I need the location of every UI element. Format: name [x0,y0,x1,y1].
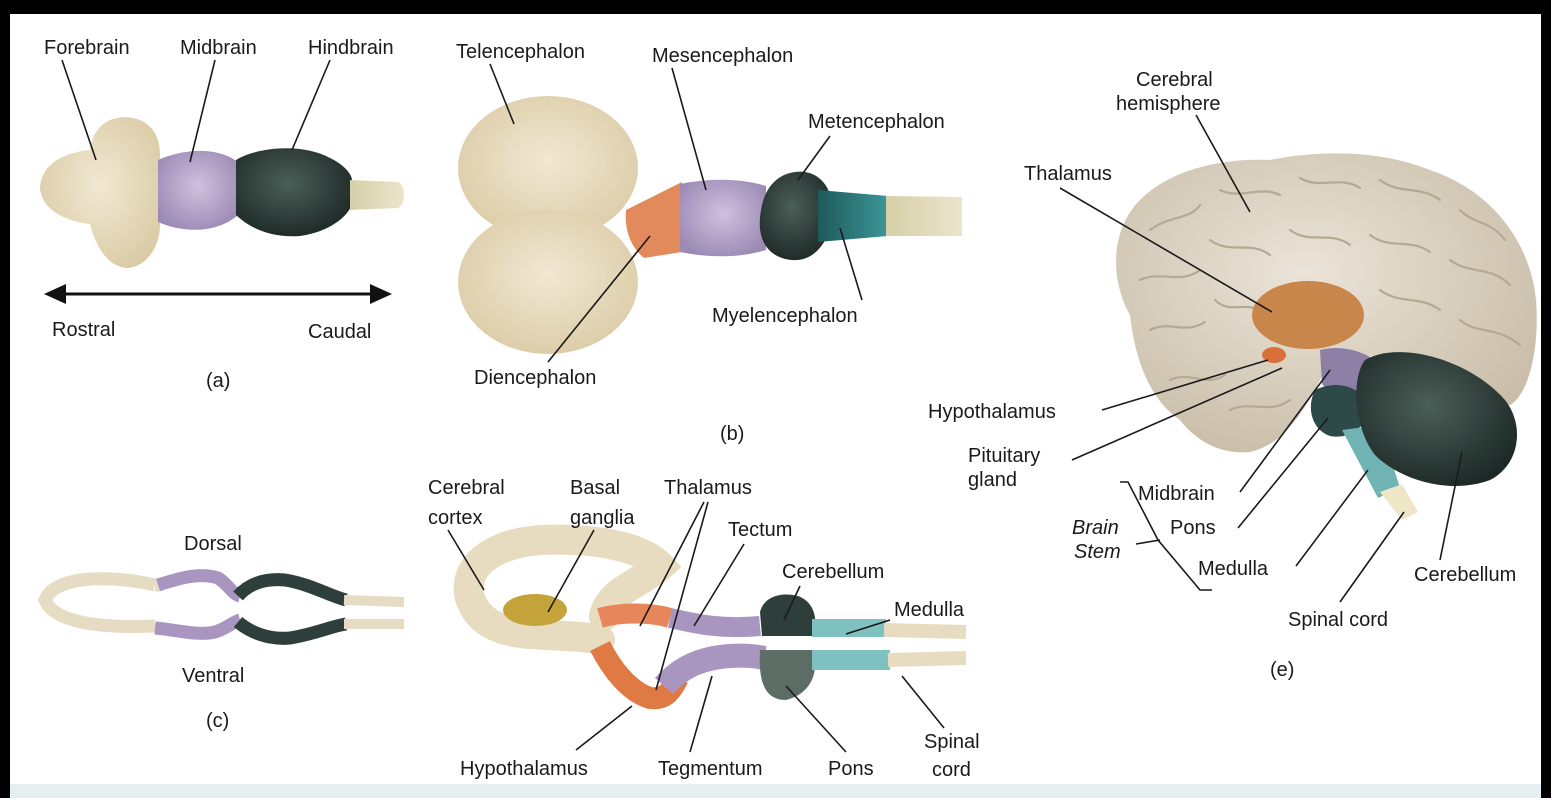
brain-stem-label-1: Brain [1072,517,1119,539]
panel-a-caption: (a) [206,370,230,392]
cord-ventral-shape [888,658,966,660]
ventral-label: Ventral [182,665,244,687]
diencephalon-label: Diencephalon [474,367,596,389]
basal-ganglia-shape [503,594,567,626]
spinal-cord-b-shape [886,196,962,236]
telencephalon-lower [458,210,638,354]
thalamus-e-label: Thalamus [1024,163,1112,185]
basal-ganglia-label-1: Basal [570,477,620,499]
thalamus-e-shape [1252,281,1364,349]
cerebellum-d-label: Cerebellum [782,561,884,583]
pons-d-label: Pons [828,758,874,780]
panel-b-caption: (b) [720,423,744,445]
hypothalamus-d-label: Hypothalamus [460,758,588,780]
medulla-e-label: Medulla [1198,558,1269,580]
spinal-cord-shape [350,180,404,210]
tectum-label: Tectum [728,519,792,541]
cerebellum-e-label: Cerebellum [1414,564,1516,586]
hindbrain-shape [236,148,352,236]
cerebral-hemisphere-label-1: Cerebral [1136,69,1213,91]
cerebral-hemisphere-label-2: hemisphere [1116,93,1221,115]
pituitary-label-2: gland [968,469,1017,491]
panel-c-caption: (c) [206,710,229,732]
rostral-label: Rostral [52,319,115,341]
tectum-shape [670,618,760,627]
forebrain-label: Forebrain [44,37,130,59]
caudal-label: Caudal [308,321,371,343]
hypothalamus-e-label: Hypothalamus [928,401,1056,423]
metencephalon-label: Metencephalon [808,111,945,133]
medulla-d-label: Medulla [894,599,965,621]
myelencephalon-label: Myelencephalon [712,305,858,327]
cord-dorsal-shape [884,630,966,632]
dorsal-label: Dorsal [184,533,242,555]
dorsal-cord [344,600,404,602]
brain-stem-label-2: Stem [1074,541,1121,563]
mesencephalon-label: Mesencephalon [652,45,793,67]
spinal-cord-e-label: Spinal cord [1288,609,1388,631]
cerebral-cortex-label-1: Cerebral [428,477,505,499]
mesencephalon-shape [680,180,766,257]
basal-ganglia-label-2: ganglia [570,507,635,529]
hindbrain-label: Hindbrain [308,37,394,59]
cerebral-cortex-label-2: cortex [428,507,482,529]
midbrain-shape [158,151,238,230]
spinal-cord-d-label-2: cord [932,759,971,781]
midbrain-label: Midbrain [180,37,257,59]
thalamus-d-shape [600,614,670,619]
panel-e-caption: (e) [1270,659,1294,681]
midbrain-e-label: Midbrain [1138,483,1215,505]
telencephalon-label: Telencephalon [456,41,585,63]
pituitary-label-1: Pituitary [968,445,1040,467]
myelencephalon-shape [818,190,888,242]
pons-e-label: Pons [1170,517,1216,539]
tegmentum-label: Tegmentum [658,758,763,780]
bottom-strip [10,784,1541,798]
thalamus-d-label: Thalamus [664,477,752,499]
spinal-cord-d-label-1: Spinal [924,731,980,753]
